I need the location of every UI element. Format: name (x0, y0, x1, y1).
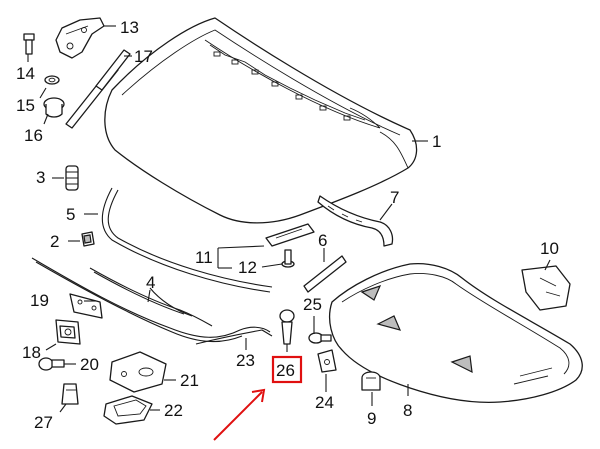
latch-bracket (109, 351, 167, 393)
gas-strut (65, 49, 131, 129)
hood-seal (101, 187, 273, 293)
bolt-20 (38, 357, 65, 371)
callout-5: 5 (66, 205, 75, 224)
rubber-stop (65, 165, 79, 191)
highlight-box (271, 355, 303, 384)
highlight-arrow-shaft (213, 391, 263, 441)
leader-lines (27, 25, 551, 413)
callout-8: 8 (403, 401, 412, 420)
callout-18: 18 (22, 343, 41, 362)
callout-14: 14 (16, 64, 35, 83)
callout-labels: 1 2 3 4 5 6 7 8 9 10 11 12 13 14 15 16 1… (16, 18, 559, 432)
callout-20: 20 (80, 355, 99, 374)
cover-22 (103, 395, 153, 425)
weatherstrip (317, 195, 394, 247)
callout-7: 7 (390, 188, 399, 207)
hood-latch (55, 319, 81, 345)
callout-2: 2 (50, 232, 59, 251)
callout-25: 25 (303, 295, 322, 314)
clip-12 (281, 249, 295, 268)
bolt-25 (308, 332, 332, 344)
callout-13: 13 (120, 18, 139, 37)
callout-22: 22 (164, 401, 183, 420)
hood-hinge (55, 17, 105, 59)
callout-6: 6 (318, 231, 327, 250)
washer-nozzle (265, 223, 315, 247)
grommet (361, 371, 381, 391)
callout-11: 11 (195, 248, 213, 267)
support-rod (149, 287, 193, 317)
hinge-bolt (23, 33, 35, 55)
callout-9: 9 (367, 409, 376, 428)
highlight-arrow-head (251, 388, 266, 403)
callout-26: 26 (276, 361, 295, 380)
clip (81, 231, 95, 247)
trim-strip (303, 255, 347, 293)
callout-10: 10 (540, 239, 559, 258)
callout-21: 21 (180, 371, 199, 390)
striker (317, 349, 337, 373)
clip-27 (61, 383, 79, 405)
callout-24: 24 (315, 393, 334, 412)
callout-1: 1 (432, 132, 441, 151)
hood-vent-holes (213, 51, 351, 121)
hood-insulator (328, 262, 583, 404)
bracket-19 (69, 293, 103, 319)
bumper-stop (43, 97, 65, 118)
bracket-10 (521, 265, 571, 311)
callout-3: 3 (36, 168, 45, 187)
callout-12: 12 (238, 258, 257, 277)
callout-23: 23 (236, 351, 255, 370)
callout-4: 4 (146, 273, 155, 292)
hood-panel (104, 17, 418, 224)
washer (44, 75, 60, 85)
callout-17: 17 (134, 47, 153, 66)
callout-19: 19 (30, 291, 49, 310)
part-highlight (213, 355, 303, 441)
prop-rod-holder (279, 309, 295, 345)
release-cable (31, 257, 273, 345)
callout-27: 27 (34, 413, 53, 432)
callout-15: 15 (16, 96, 35, 115)
callout-16: 16 (24, 126, 43, 145)
